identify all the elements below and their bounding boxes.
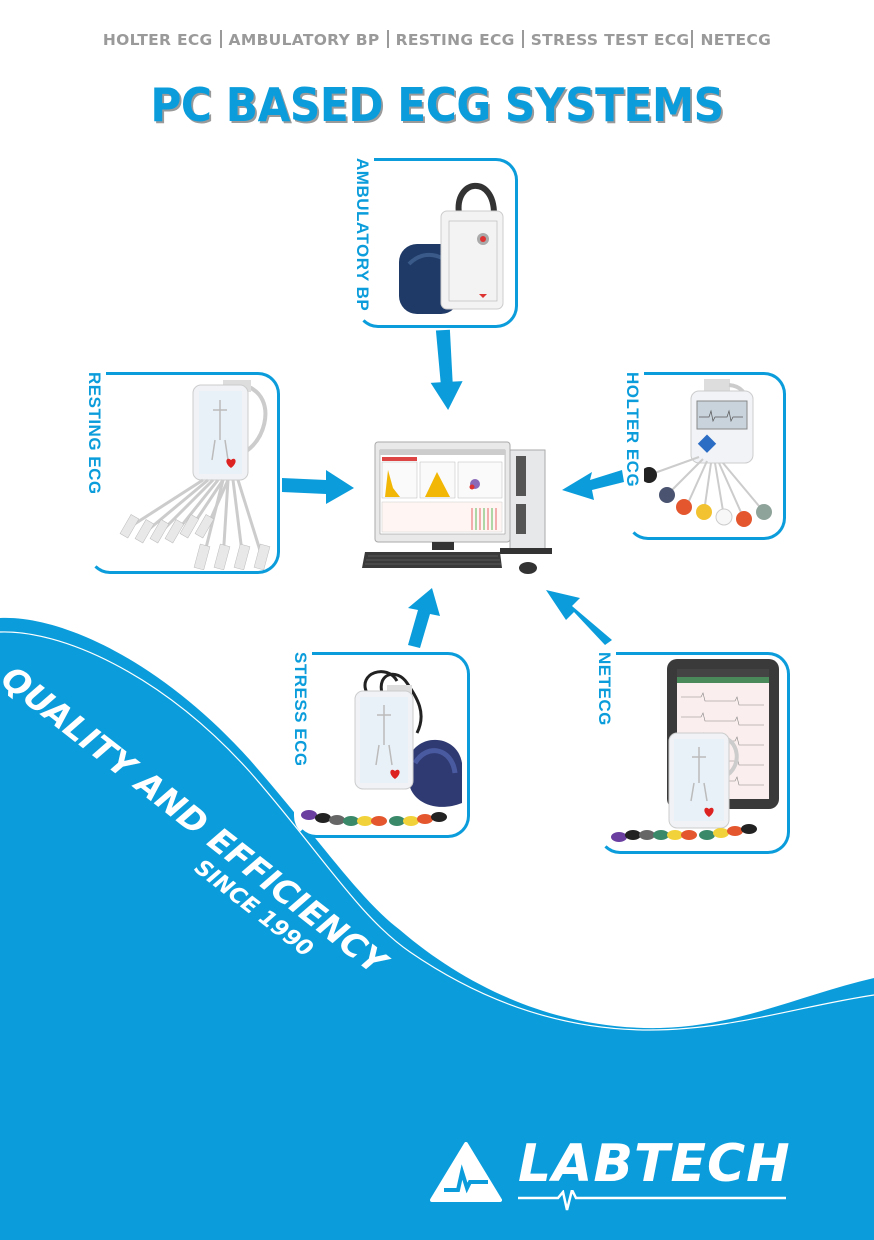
nav-item-stress-test-ecg[interactable]: STRESS TEST ECG	[530, 31, 690, 49]
nav-separator	[219, 30, 222, 48]
label-ambulatory-bp: AMBULATORY BP	[350, 156, 374, 320]
nav-separator	[521, 30, 524, 48]
top-nav: HOLTER ECG AMBULATORY BP RESTING ECG STRESS…	[0, 30, 874, 49]
card-ambulatory-bp[interactable]	[356, 158, 518, 328]
resting-ecg-device-image	[119, 380, 271, 570]
nav-item-ambulatory-bp[interactable]: AMBULATORY BP	[228, 31, 380, 49]
nav-separator	[691, 30, 694, 48]
labtech-triangle-icon	[430, 1142, 502, 1202]
brand-name: LABTECH	[518, 1134, 791, 1194]
nav-item-holter-ecg[interactable]: HOLTER ECG	[102, 31, 213, 49]
pc-workstation-image	[362, 441, 552, 574]
card-resting-ecg[interactable]	[88, 372, 280, 574]
holter-ecg-device-image	[641, 379, 772, 527]
label-netecg: NETECG	[592, 650, 616, 734]
card-stress-ecg[interactable]	[294, 652, 470, 838]
brand-ecg-underline	[518, 1190, 786, 1211]
blue-wave-shape	[0, 617, 874, 1240]
nav-item-resting-ecg[interactable]: RESTING ECG	[395, 31, 515, 49]
page-title: PC BASED ECG SYSTEMS	[150, 78, 724, 132]
card-netecg[interactable]	[598, 652, 790, 854]
nav-item-netecg[interactable]: NETECG	[700, 31, 772, 49]
nav-separator	[386, 30, 389, 48]
ambulatory-bp-device-image	[399, 182, 504, 314]
stress-ecg-device-image	[301, 670, 462, 826]
netecg-device-image	[611, 659, 779, 842]
wave-white-line	[0, 631, 874, 1031]
label-holter-ecg: HOLTER ECG	[620, 370, 644, 496]
card-holter-ecg[interactable]	[626, 372, 786, 540]
labtech-logo: LABTECH	[430, 1134, 790, 1211]
label-stress-ecg: STRESS ECG	[288, 650, 312, 775]
label-resting-ecg: RESTING ECG	[82, 370, 106, 503]
